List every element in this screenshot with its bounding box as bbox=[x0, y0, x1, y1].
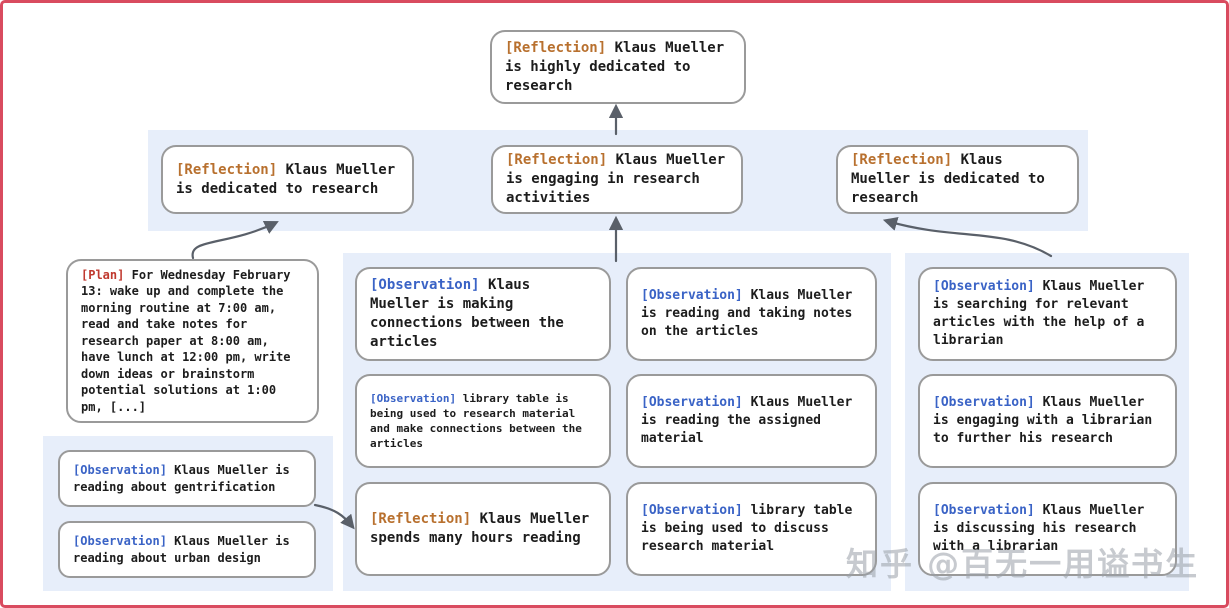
observation-tag: [Observation] bbox=[73, 534, 167, 548]
node-text: Klaus Mueller is discussing his research… bbox=[933, 503, 1145, 554]
observation-tag: [Observation] bbox=[641, 395, 743, 410]
observation-node-urban-design: [Observation] Klaus Mueller is reading a… bbox=[58, 521, 316, 578]
observation-node-searching-articles: [Observation] Klaus Mueller is searching… bbox=[918, 267, 1177, 361]
node-text: Klaus Mueller is engaging in research ac… bbox=[506, 152, 726, 206]
node-text: Klaus Mueller is searching for relevant … bbox=[933, 279, 1145, 348]
observation-node-taking-notes: [Observation] Klaus Mueller is reading a… bbox=[626, 267, 877, 361]
node-text: library table is being used to discuss r… bbox=[641, 503, 853, 554]
zhihu-watermark: 知乎 @百无一用谥书生 bbox=[846, 545, 1200, 583]
observation-node-library-table-discuss: [Observation] library table is being use… bbox=[626, 482, 877, 576]
observation-node-engaging-librarian: [Observation] Klaus Mueller is engaging … bbox=[918, 374, 1177, 468]
observation-tag: [Observation] bbox=[933, 503, 1035, 518]
node-text: Klaus Mueller is dedicated to research bbox=[176, 161, 396, 197]
observation-node-library-table-research: [Observation] library table is being use… bbox=[355, 374, 611, 468]
node-text: Klaus Mueller is reading about gentrific… bbox=[73, 463, 290, 494]
observation-tag: [Observation] bbox=[933, 395, 1035, 410]
observation-tag: [Observation] bbox=[370, 277, 480, 293]
reflection-node-middle: [Reflection] Klaus Mueller is engaging i… bbox=[491, 145, 743, 214]
node-text: Klaus Mueller is making connections betw… bbox=[370, 277, 564, 350]
node-text: Klaus Mueller is engaging with a librari… bbox=[933, 395, 1153, 446]
observation-node-discussing-research: [Observation] Klaus Mueller is discussin… bbox=[918, 482, 1177, 576]
node-text: Klaus Mueller spends many hours reading bbox=[370, 511, 590, 546]
reflection-tag: [Reflection] bbox=[370, 511, 472, 527]
node-text: Klaus Mueller is highly dedicated to res… bbox=[505, 39, 725, 94]
observation-tag: [Observation] bbox=[641, 288, 743, 303]
node-text: Klaus Mueller is reading about urban des… bbox=[73, 534, 290, 565]
observation-tag: [Observation] bbox=[641, 503, 743, 518]
reflection-tag: [Reflection] bbox=[851, 152, 953, 168]
reflection-tag: [Reflection] bbox=[176, 161, 278, 178]
node-text: For Wednesday February 13: wake up and c… bbox=[81, 267, 291, 414]
node-text: Klaus Mueller is reading the assigned ma… bbox=[641, 395, 853, 446]
reflection-node-right: [Reflection] Klaus Mueller is dedicated … bbox=[836, 145, 1079, 214]
observation-tag: [Observation] bbox=[370, 392, 457, 405]
reflection-node-hours-reading: [Reflection] Klaus Mueller spends many h… bbox=[355, 482, 611, 576]
node-text: Klaus Mueller is reading and taking note… bbox=[641, 288, 853, 339]
reflection-tag: [Reflection] bbox=[506, 152, 608, 168]
observation-tag: [Observation] bbox=[73, 463, 167, 477]
observation-node-making-connections: [Observation] Klaus Mueller is making co… bbox=[355, 267, 611, 361]
node-text: Klaus Mueller is dedicated to research bbox=[851, 152, 1045, 206]
plan-tag: [Plan] bbox=[81, 267, 125, 282]
observation-tag: [Observation] bbox=[933, 279, 1035, 294]
plan-node: [Plan] For Wednesday February 13: wake u… bbox=[66, 259, 319, 423]
reflection-tag: [Reflection] bbox=[505, 39, 607, 56]
node-text: library table is being used to research … bbox=[370, 392, 582, 450]
reflection-node-root: [Reflection] Klaus Mueller is highly ded… bbox=[490, 30, 746, 104]
reflection-node-left: [Reflection] Klaus Mueller is dedicated … bbox=[161, 145, 414, 214]
observation-node-assigned-material: [Observation] Klaus Mueller is reading t… bbox=[626, 374, 877, 468]
observation-node-gentrification: [Observation] Klaus Mueller is reading a… bbox=[58, 450, 316, 507]
